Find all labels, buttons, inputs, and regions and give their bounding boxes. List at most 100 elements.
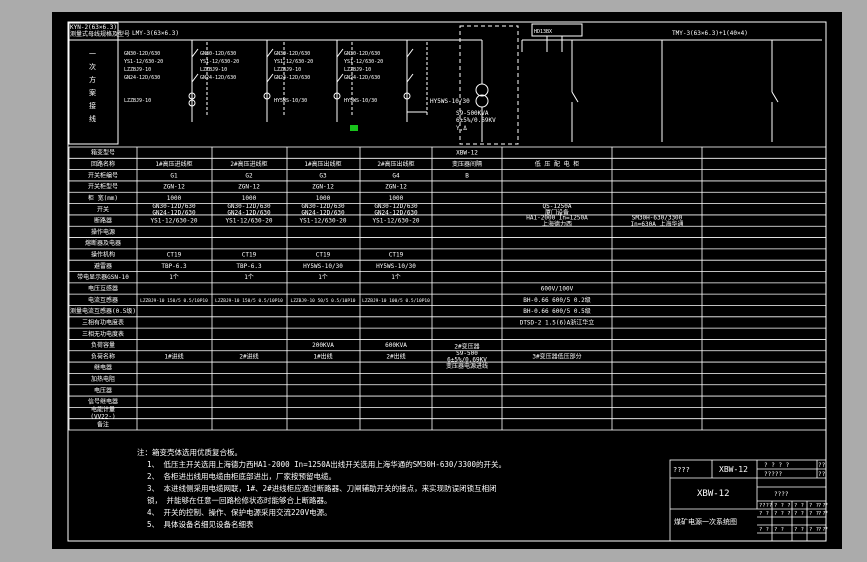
table-cell: 600V/100V [541, 286, 574, 293]
table-row-label: 回路名称 [91, 160, 115, 168]
tb-grid-cell: ? ? [794, 511, 804, 517]
table-cell: 1#高压进线柜 [155, 160, 192, 168]
top-left-label-1: KYN-2(63×6.3) [70, 24, 117, 31]
table-cell: 变压器间隔 [452, 160, 482, 168]
feeder-label: GN30-12D/630 [124, 51, 160, 57]
table-row-label: (VV22-) [90, 414, 115, 421]
feeder-label: GN24-12D/630 [274, 75, 310, 81]
tb-center: XBW-12 [697, 489, 730, 499]
table-cell: YS1-12/630-20 [226, 218, 273, 225]
note-2: 2、 各柜进出线用电缆由柜底部进出，厂家按预留电缆。 [147, 471, 336, 481]
table-cell: 变压器电源进线 [446, 362, 488, 370]
table-cell: YS1-12/630-20 [151, 218, 198, 225]
tb-grid-cell: ? ? [794, 503, 804, 509]
table-cell: 1个 [391, 274, 401, 281]
table-row-label: 熔断器及电器 [85, 239, 121, 247]
table-cell: GN30-12D/630 [301, 203, 345, 210]
table-row-label: 操作机构 [91, 251, 115, 259]
table-cell: HY5WS-10/30 [303, 263, 343, 270]
equipment-table [68, 146, 827, 431]
table-cell: BH-0.66 600/5 0.5级 [523, 307, 590, 315]
side-label-char: 方 [89, 75, 96, 84]
tb-cell-b: ? ? ? ? [764, 462, 790, 469]
side-label-char: 线 [89, 114, 96, 123]
feeder-labels: GN30-12D/630YS1-12/630-20LZZBJ9-10GN24-1… [124, 51, 383, 104]
table-cell: 600KVA [385, 342, 407, 349]
table-cell: 1个 [169, 274, 179, 281]
tb-cell-f: ???? [774, 491, 789, 498]
table-row-label: 带电显示器GSN-10 [77, 273, 129, 281]
side-label-char: 案 [89, 88, 96, 97]
table-cell: YS1-12/630-20 [373, 218, 420, 225]
table-cell: 1000 [167, 195, 182, 202]
tb-grid-cell: ? ? [759, 511, 769, 517]
feeder-label: YS1-12/630-20 [124, 59, 163, 65]
table-row-label: 柜 宽(mm) [88, 194, 118, 202]
transformer-label-1: S9-500KVA [456, 110, 489, 117]
table-cell: ZGN-12 [238, 184, 260, 191]
feeder-label: LZZBJ9-10 [200, 67, 227, 73]
title-block: ???? XBW-12 ? ? ? ? ?? ????? ?? XBW-12 ?… [669, 459, 828, 542]
table-cell: 1个 [318, 274, 328, 281]
note-4: 锁， 并能够在任意一回路检修状态时能够合上断路器。 [147, 495, 332, 505]
table-cell: 1#进线 [164, 352, 183, 360]
table-cell: 200KVA [312, 342, 334, 349]
table-row-label: 开关柜型号 [88, 183, 118, 191]
tb-cell-e: ?? [818, 471, 826, 478]
tb-grid-cell: ? ? ? [809, 511, 826, 517]
table-cell: 1000 [242, 195, 257, 202]
table-cell: 2#高压进线柜 [230, 160, 267, 168]
table-cell: XBW-12 [456, 150, 478, 157]
table-cell: CT19 [167, 252, 182, 259]
table-cell: YS1-12/630-20 [300, 218, 347, 225]
feeder-label: GN24-12D/630 [124, 75, 160, 81]
table-row-label: 测量电流互感器(0.5级) [70, 307, 136, 315]
table-cell: 1000 [316, 195, 331, 202]
side-label-char: 一 [89, 50, 96, 58]
table-cell: ZGN-12 [312, 184, 334, 191]
feeder-label: GN30-12D/630 [200, 51, 236, 57]
tb-grid-cell: ? ? [818, 511, 828, 517]
table-cell: HA1-2000 In=1250A [526, 214, 588, 221]
table-cell: GN24-12D/630 [374, 210, 418, 217]
tb-cell-c: ?? [818, 462, 826, 469]
tb-grid-cell: ? ? ? [774, 503, 791, 509]
table-cell: 2#进线 [239, 352, 258, 360]
table-row-label: 开关 [97, 205, 109, 213]
note-6: 5、 具体设备名细见设备名细表 [147, 519, 254, 529]
table-cell: LZZBJ9-10 150/5 0.5/10P10 [215, 298, 283, 304]
table-cell: G4 [392, 172, 400, 179]
table-cell: B [465, 172, 469, 179]
note-3: 3、 本进线侧采用电缆网联，1#、2#进线柜应通过断路器、刀闸辅助开关的接点，来… [147, 483, 497, 493]
side-label-char: 次 [89, 62, 96, 71]
feeder-label: HY5WS-10/30 [344, 98, 377, 104]
table-row-label: 负荷容量 [91, 341, 115, 349]
feeder-label: LZZBJ9-10 [274, 67, 301, 73]
table-row-label: 继电器 [94, 364, 112, 372]
table-cell: TBP-6.3 [236, 263, 262, 270]
table-cell: LZZBJ9-10 50/5 0.5/10P10 [290, 298, 355, 304]
table-cell: TBP-6.3 [161, 263, 187, 270]
table-row-label: 负荷名称 [91, 352, 115, 360]
table-cell: GN30-12D/630 [152, 203, 196, 210]
tb-grid-cell: ? ? [759, 527, 769, 533]
table-row-label: 电能计量 [91, 406, 115, 414]
table-cell: GN24-12D/630 [152, 210, 196, 217]
table-cell: G1 [170, 172, 178, 179]
table-cell: 6±5%/0.69KV [447, 357, 487, 364]
table-row-label: 信号继电器 [88, 398, 118, 406]
table-cell: 1000 [389, 195, 404, 202]
notes: 注：箱变壳体选用优质复合板。 1、 低压主开关选用上海德力西HA1-2000 I… [137, 447, 506, 529]
feeder-label: GN24-12D/630 [344, 75, 380, 81]
table-row-label: 电压器 [94, 386, 112, 394]
table-cell: 厦门设备 [545, 209, 569, 217]
tb-cell-d: ????? [764, 471, 782, 478]
tb-drawing-no: XBW-12 [719, 465, 748, 474]
table-row-label: 箱变型号 [91, 149, 115, 157]
transformer-label-3: Y,Δ [456, 125, 467, 132]
table-cell: 2#出线 [386, 352, 405, 360]
table-cell: BH-0.66 600/5 0.2级 [523, 296, 590, 304]
notes-title: 注：箱变壳体选用优质复合板。 [137, 447, 242, 457]
table-cell: ZGN-12 [163, 184, 185, 191]
